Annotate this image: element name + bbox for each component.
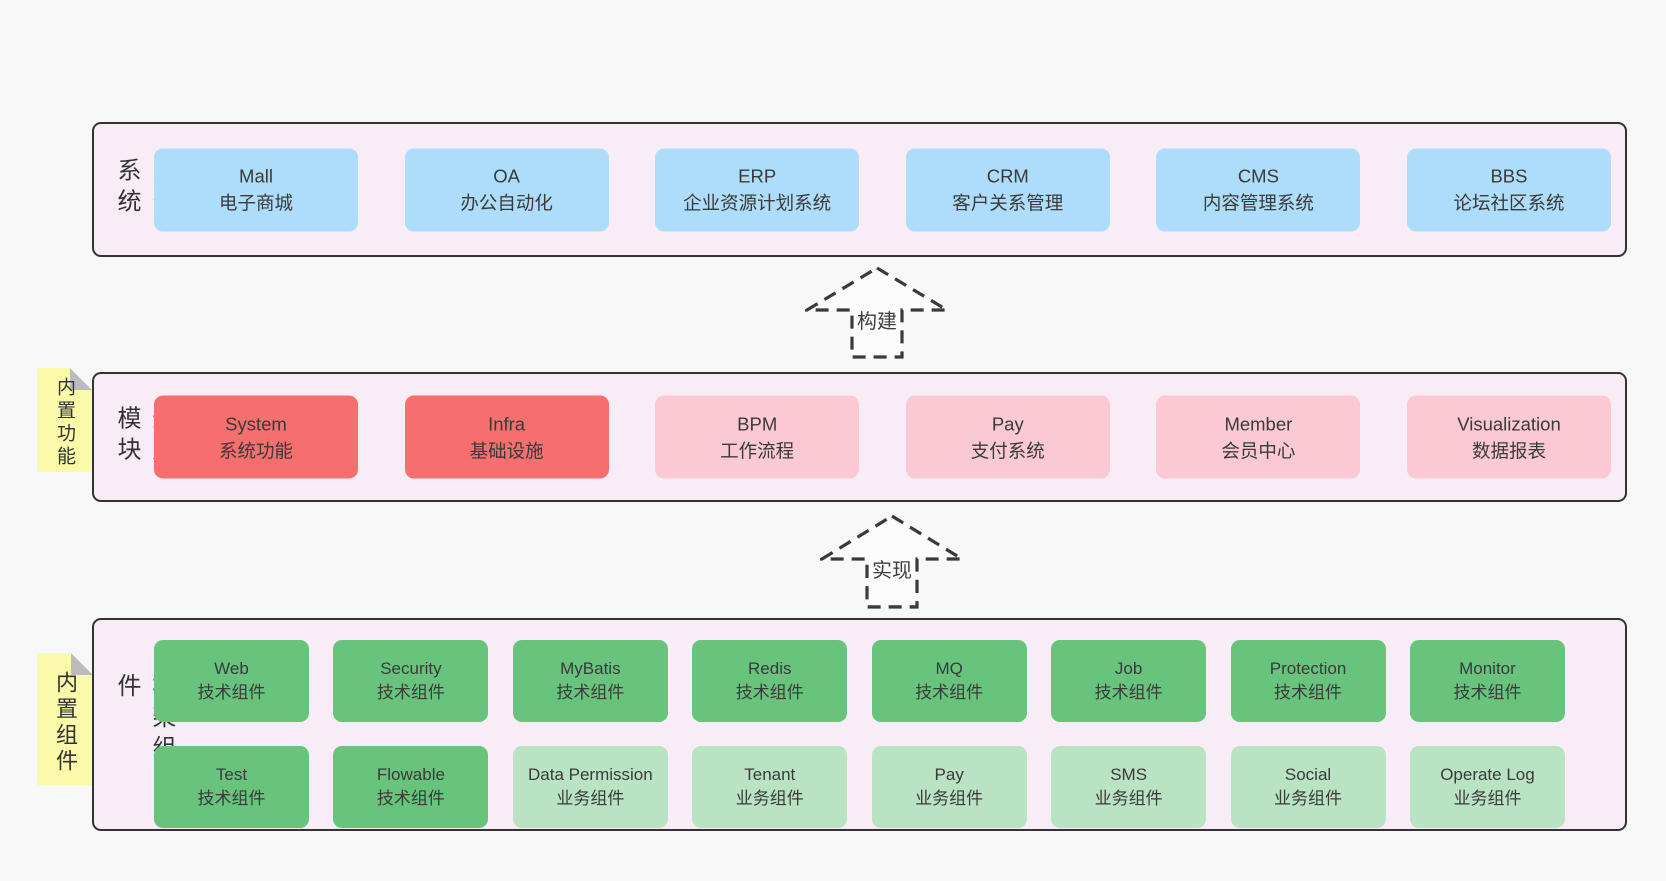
box-subtitle: 技术组件 bbox=[197, 683, 266, 702]
box-job: Job 技术组件 bbox=[1051, 640, 1207, 722]
box-tenant: Tenant 业务组件 bbox=[692, 746, 848, 828]
box-title: Redis bbox=[748, 659, 792, 678]
box-title: Tenant bbox=[744, 765, 796, 784]
box-system: System 系统功能 bbox=[154, 395, 358, 479]
box-subtitle: 技术组件 bbox=[1094, 683, 1163, 702]
box-mq: MQ 技术组件 bbox=[871, 640, 1027, 722]
box-title: CRM bbox=[986, 165, 1029, 187]
box-sms: SMS 业务组件 bbox=[1051, 746, 1207, 828]
box-erp: ERP 企业资源计划系统 bbox=[655, 148, 860, 231]
box-pay: Pay 支付系统 bbox=[905, 395, 1110, 479]
layer-business-systems: 业务系统 Mall电子商城OA办公自动化ERP企业资源计划系统CRM客户关系管理… bbox=[92, 122, 1627, 257]
box-subtitle: 论坛社区系统 bbox=[1453, 192, 1565, 214]
common-modules-box-row: System 系统功能 Infra 基础设施 BPM 工作流程 Pay 支付系统 Member 会… bbox=[154, 395, 1611, 479]
box-cms: CMS 内容管理系统 bbox=[1156, 148, 1361, 231]
box-title: Test bbox=[215, 765, 248, 784]
box-title: Flowable bbox=[376, 765, 445, 784]
box-title: Infra bbox=[488, 413, 526, 434]
box-subtitle: 技术组件 bbox=[376, 789, 445, 808]
box-title: BBS bbox=[1490, 165, 1528, 187]
box-crm: CRM 客户关系管理 bbox=[905, 148, 1110, 231]
box-oa: OA 办公自动化 bbox=[404, 148, 609, 231]
box-data-permission: Data Permission 业务组件 bbox=[512, 746, 668, 828]
box-subtitle: 办公自动化 bbox=[460, 192, 553, 214]
layer-common-modules: 通用模块 System系统功能Infra基础设施BPM工作流程Pay支付系统Me… bbox=[92, 372, 1627, 502]
box-title: SMS bbox=[1110, 765, 1148, 784]
box-title: BPM bbox=[737, 413, 778, 434]
box-title: MyBatis bbox=[560, 659, 621, 678]
box-subtitle: 业务组件 bbox=[1274, 789, 1343, 808]
implement-arrow-up: 实现 bbox=[820, 512, 964, 610]
box-subtitle: 业务组件 bbox=[1094, 789, 1163, 808]
box-protection: Protection 技术组件 bbox=[1230, 640, 1386, 722]
box-subtitle: 技术组件 bbox=[556, 683, 625, 702]
box-title: MQ bbox=[935, 659, 963, 678]
box-infra: Infra 基础设施 bbox=[404, 395, 609, 479]
box-web: Web 技术组件 bbox=[154, 640, 309, 722]
box-title: Social bbox=[1284, 765, 1332, 784]
box-subtitle: 技术组件 bbox=[197, 789, 266, 808]
box-subtitle: 基础设施 bbox=[469, 440, 544, 461]
box-title: Visualization bbox=[1457, 413, 1561, 434]
box-visualization: Visualization 数据报表 bbox=[1406, 395, 1611, 479]
box-subtitle: 技术组件 bbox=[735, 683, 804, 702]
box-redis: Redis 技术组件 bbox=[692, 640, 848, 722]
sticky-note-builtin-features: 内置功能 bbox=[37, 368, 92, 472]
box-subtitle: 工作流程 bbox=[720, 440, 795, 461]
box-title: OA bbox=[493, 165, 520, 187]
box-subtitle: 技术组件 bbox=[915, 683, 984, 702]
box-title: Web bbox=[214, 659, 249, 678]
box-title: Pay bbox=[991, 413, 1024, 434]
box-subtitle: 客户关系管理 bbox=[952, 192, 1064, 214]
box-subtitle: 技术组件 bbox=[376, 683, 445, 702]
box-title: Operate Log bbox=[1440, 765, 1535, 784]
box-title: Security bbox=[380, 659, 442, 678]
box-social: Social 业务组件 bbox=[1230, 746, 1386, 828]
box-title: Data Permission bbox=[527, 765, 653, 784]
box-mybatis: MyBatis 技术组件 bbox=[512, 640, 668, 722]
box-title: CMS bbox=[1237, 165, 1279, 187]
build-arrow-up: 构建 bbox=[805, 264, 949, 360]
layer-framework-components: 框架组件 Web技术组件Security技术组件MyBatis技术组件Redis… bbox=[92, 618, 1627, 831]
sticky-note-builtin-components: 内置组件 bbox=[37, 653, 93, 785]
box-subtitle: 业务组件 bbox=[1453, 789, 1522, 808]
box-title: Mall bbox=[239, 165, 273, 187]
box-subtitle: 业务组件 bbox=[915, 789, 984, 808]
box-bpm: BPM 工作流程 bbox=[655, 395, 860, 479]
box-mall: Mall 电子商城 bbox=[154, 148, 358, 231]
box-operate-log: Operate Log 业务组件 bbox=[1409, 746, 1565, 828]
box-subtitle: 业务组件 bbox=[735, 789, 804, 808]
box-subtitle: 系统功能 bbox=[218, 440, 293, 461]
box-title: ERP bbox=[738, 165, 777, 187]
box-subtitle: 支付系统 bbox=[970, 440, 1045, 461]
box-flowable: Flowable 技术组件 bbox=[333, 746, 489, 828]
box-title: Monitor bbox=[1459, 659, 1516, 678]
build-arrow-label: 构建 bbox=[854, 309, 900, 334]
box-title: System bbox=[225, 413, 287, 434]
box-subtitle: 会员中心 bbox=[1221, 440, 1296, 461]
box-test: Test 技术组件 bbox=[154, 746, 309, 828]
box-subtitle: 技术组件 bbox=[1274, 683, 1343, 702]
business-systems-box-row: Mall 电子商城 OA 办公自动化 ERP 企业资源计划系统 CRM 客户关系管理 CMS 内容… bbox=[154, 148, 1611, 231]
box-pay: Pay 业务组件 bbox=[871, 746, 1027, 828]
box-title: Job bbox=[1114, 659, 1143, 678]
box-bbs: BBS 论坛社区系统 bbox=[1406, 148, 1611, 231]
box-subtitle: 数据报表 bbox=[1471, 440, 1546, 461]
box-subtitle: 技术组件 bbox=[1453, 683, 1522, 702]
sticky-note-text: 内置功能 bbox=[54, 377, 75, 470]
box-subtitle: 业务组件 bbox=[556, 789, 625, 808]
box-title: Pay bbox=[934, 765, 964, 784]
box-subtitle: 电子商城 bbox=[218, 192, 293, 214]
sticky-note-text: 内置组件 bbox=[53, 670, 78, 775]
box-subtitle: 内容管理系统 bbox=[1202, 192, 1314, 214]
box-security: Security 技术组件 bbox=[333, 640, 489, 722]
box-title: Member bbox=[1224, 413, 1293, 434]
box-title: Protection bbox=[1269, 659, 1347, 678]
box-monitor: Monitor 技术组件 bbox=[1409, 640, 1565, 722]
implement-arrow-label: 实现 bbox=[869, 558, 915, 583]
box-subtitle: 企业资源计划系统 bbox=[683, 192, 832, 214]
box-member: Member 会员中心 bbox=[1156, 395, 1361, 479]
